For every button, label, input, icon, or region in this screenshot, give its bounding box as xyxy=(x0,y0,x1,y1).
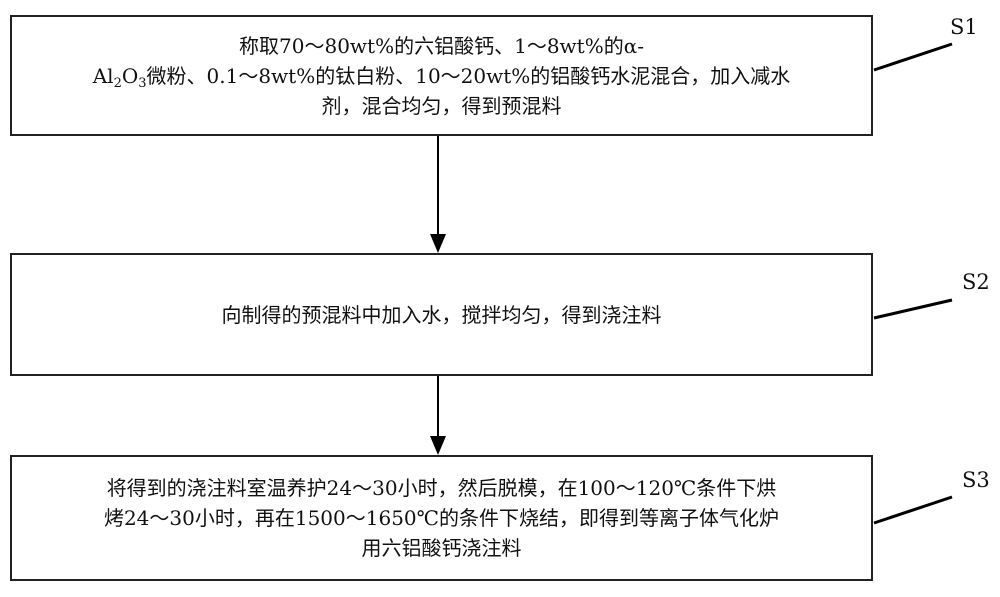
step-label-s3: S3 xyxy=(962,468,990,492)
step-label-s1: S1 xyxy=(950,15,978,39)
leader-line-s2 xyxy=(873,298,953,320)
step-box-s3: 将得到的浇注料室温养护24～30小时，然后脱模，在100～120℃条件下烘 烤2… xyxy=(10,455,873,581)
step-text-line: 用六铝酸钙浇注料 xyxy=(361,536,522,560)
leader-line-s1 xyxy=(873,42,953,72)
step-box-s1: 称取70～80wt%的六铝酸钙、1～8wt%的α- Al2O3微粉、0.1～8w… xyxy=(10,15,873,136)
step-text: 微粉、0.1～8wt%的钛白粉、10～20wt%的铝酸钙水泥混合，加入减水 xyxy=(146,63,791,88)
formula-part: O xyxy=(121,63,139,88)
leader-line-s3 xyxy=(873,495,953,525)
formula-part: Al xyxy=(92,63,114,88)
step-text-line: 称取70～80wt%的六铝酸钙、1～8wt%的α- xyxy=(239,33,644,58)
arrow-s1-s2 xyxy=(430,136,446,253)
step-label-s2: S2 xyxy=(962,270,990,294)
step-text-line: Al2O3微粉、0.1～8wt%的钛白粉、10～20wt%的铝酸钙水泥混合，加入… xyxy=(93,61,791,91)
subscript: 3 xyxy=(138,75,147,91)
step-text-line: 将得到的浇注料室温养护24～30小时，然后脱模，在100～120℃条件下烘 xyxy=(106,476,777,500)
step-text-line: 向制得的预混料中加入水，搅拌均匀，得到浇注料 xyxy=(221,302,662,327)
subscript: 2 xyxy=(113,75,122,91)
step-text-line: 烤24～30小时，再在1500～1650℃的条件下烧结，即得到等离子体气化炉 xyxy=(103,506,780,530)
step-text-line: 剂，混合均匀，得到预混料 xyxy=(321,93,562,118)
step-box-s2: 向制得的预混料中加入水，搅拌均匀，得到浇注料 xyxy=(10,253,873,376)
arrow-s2-s3 xyxy=(430,376,446,455)
